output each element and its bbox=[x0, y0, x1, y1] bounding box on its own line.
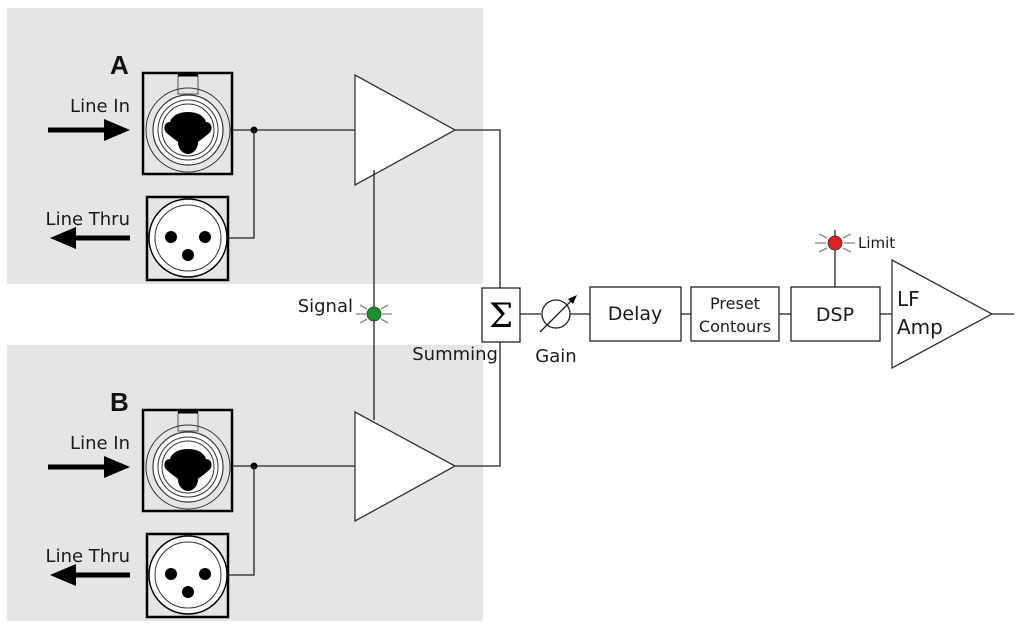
line-thru-arrow-icon bbox=[50, 564, 130, 586]
lf-amp-triangle bbox=[891, 258, 994, 370]
signal-led bbox=[366, 306, 382, 322]
combo-jack-a-icon[interactable] bbox=[141, 71, 234, 176]
amp-label: Amp bbox=[897, 315, 943, 339]
signal-label: Signal bbox=[298, 296, 353, 317]
limit-label: Limit bbox=[858, 234, 895, 252]
channel-b: B Line In Line Thru bbox=[46, 342, 501, 619]
summing-block bbox=[481, 287, 521, 343]
dsp-block bbox=[790, 286, 881, 342]
gain-knob-icon[interactable] bbox=[539, 295, 577, 333]
xlr-jack-a-icon[interactable] bbox=[145, 195, 230, 282]
limit-led-icon bbox=[815, 233, 855, 253]
line-in-arrow-icon bbox=[48, 119, 130, 141]
preamp-a-triangle bbox=[354, 73, 457, 187]
summing-symbol: Σ bbox=[489, 296, 513, 336]
channel-a-label: A bbox=[110, 50, 129, 80]
combo-jack-b-icon[interactable] bbox=[141, 408, 234, 513]
line-thru-label-a: Line Thru bbox=[46, 209, 130, 230]
line-in-label-a: Line In bbox=[70, 96, 130, 117]
signal-led-icon bbox=[356, 304, 392, 324]
lf-label: LF bbox=[897, 287, 920, 311]
limit-led bbox=[827, 235, 843, 251]
delay-label: Delay bbox=[608, 303, 663, 325]
line-in-arrow-icon bbox=[48, 456, 130, 478]
delay-block bbox=[589, 286, 682, 342]
preset-label: Preset bbox=[710, 294, 760, 313]
line-in-label-b: Line In bbox=[70, 433, 130, 454]
gain-label: Gain bbox=[535, 346, 576, 367]
preset-contours-block bbox=[690, 286, 780, 342]
contours-label: Contours bbox=[699, 317, 771, 336]
xlr-jack-b-icon[interactable] bbox=[145, 532, 230, 619]
channel-a: A Line In Line Thru bbox=[46, 50, 501, 288]
line-thru-arrow-icon bbox=[50, 227, 130, 249]
summing-label: Summing bbox=[412, 344, 498, 365]
dsp-label: DSP bbox=[816, 304, 854, 326]
channel-b-label: B bbox=[110, 387, 129, 417]
line-thru-label-b: Line Thru bbox=[46, 546, 130, 567]
preamp-b-triangle bbox=[354, 410, 457, 523]
